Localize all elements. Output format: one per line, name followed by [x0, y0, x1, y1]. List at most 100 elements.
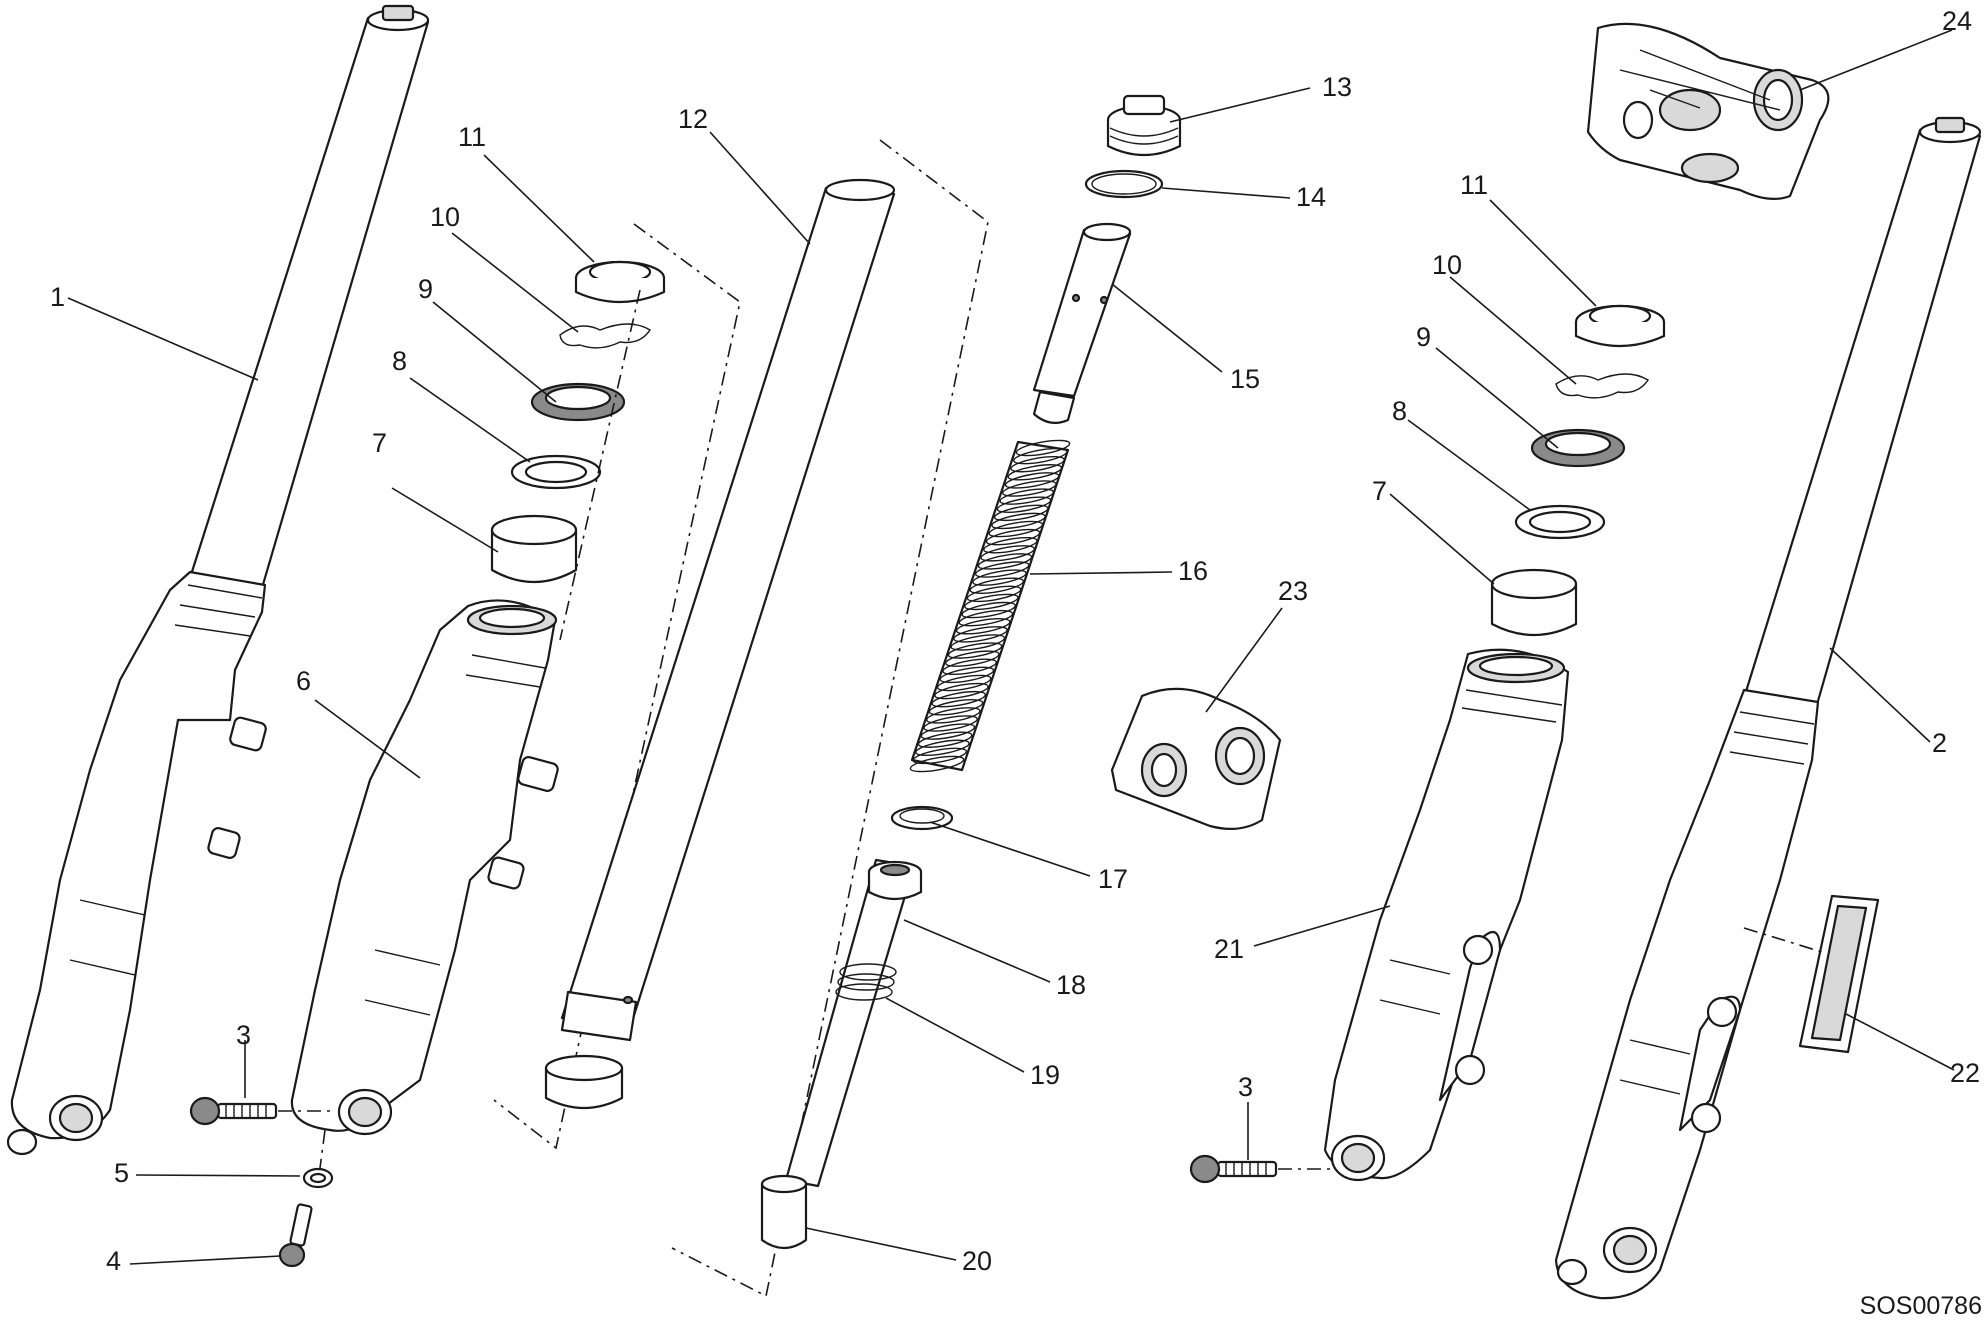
spring-coil [1010, 455, 1065, 473]
circlip-right [1555, 373, 1649, 399]
callout-4: 4 [106, 1246, 121, 1276]
spring-coil [980, 545, 1035, 562]
washer-left [510, 454, 602, 490]
top-clamp [1586, 22, 1830, 201]
spring-coil [961, 601, 1016, 619]
callout-7: 7 [1372, 476, 1387, 506]
callout-6: 6 [296, 666, 311, 696]
callout-8: 8 [392, 346, 407, 376]
spring-coil [928, 699, 984, 716]
washer-part-5 [302, 1129, 334, 1189]
callout-3: 3 [236, 1020, 251, 1050]
callout-15: 15 [1230, 364, 1260, 394]
bolt-right [1189, 1154, 1330, 1184]
piston-rings [835, 963, 897, 1001]
spring-coil [985, 528, 1041, 546]
spring-coil [969, 577, 1025, 594]
spring-coil [942, 658, 997, 676]
fork-spring [909, 439, 1071, 773]
spring-coil [947, 642, 1003, 659]
spring-coil [925, 707, 981, 724]
callout-24: 24 [1942, 6, 1972, 36]
spring-coil [958, 609, 1014, 627]
spring-coil [934, 682, 989, 700]
spring-coil [923, 715, 978, 732]
reflector-pad [1743, 894, 1880, 1054]
callout-17: 17 [1098, 864, 1128, 894]
spring-coil [991, 512, 1046, 530]
spring-coil [936, 674, 992, 692]
callout-9: 9 [418, 274, 433, 304]
spring-coil [920, 723, 976, 740]
callout-3: 3 [1238, 1072, 1253, 1102]
spring-coil [917, 731, 973, 748]
outer-tube-right [1323, 648, 1570, 1182]
callout-23: 23 [1278, 576, 1308, 606]
spring-coil [950, 634, 1006, 651]
callout-1: 1 [50, 282, 65, 312]
o-ring [1084, 169, 1164, 199]
bolt-left [189, 1096, 330, 1126]
callout-13: 13 [1322, 72, 1352, 102]
leader-lines [67, 29, 1955, 1265]
callout-2: 2 [1932, 728, 1947, 758]
callout-14: 14 [1296, 182, 1326, 212]
callout-9: 9 [1416, 322, 1431, 352]
drawing-reference: SOS00786 [1860, 1292, 1982, 1320]
spring-coil [972, 569, 1027, 586]
callout-labels: 1 2 3 3 4 5 6 7 7 8 8 9 9 10 10 11 11 12… [50, 6, 1980, 1276]
callout-7: 7 [372, 428, 387, 458]
callout-5: 5 [114, 1158, 129, 1188]
callout-12: 12 [678, 104, 708, 134]
callout-11: 11 [1460, 170, 1488, 200]
spring-coil [909, 755, 965, 773]
oil-seal-right [1530, 428, 1626, 468]
fork-leg-right-assembly [1554, 116, 1982, 1300]
callout-16: 16 [1178, 556, 1208, 586]
inner-tube [560, 178, 896, 1042]
spring-coil [964, 593, 1019, 611]
spring-coil [983, 536, 1038, 554]
bush-right [1490, 568, 1578, 637]
screw-part-4 [278, 1203, 313, 1268]
callout-11: 11 [458, 122, 486, 152]
spring-coil [955, 618, 1011, 635]
outer-tube-left [290, 599, 559, 1136]
oil-seal-left [530, 382, 626, 422]
spring-coil [1007, 464, 1063, 481]
spring-coil [1012, 447, 1068, 465]
dust-seal-right [1574, 304, 1666, 348]
bush-inner-tube [544, 1054, 624, 1110]
spring-coil [1002, 480, 1057, 497]
callout-19: 19 [1030, 1060, 1060, 1090]
callout-8: 8 [1392, 396, 1407, 426]
spring-coil [912, 747, 968, 765]
callout-21: 21 [1214, 934, 1244, 964]
dust-seal-left [574, 260, 666, 304]
callout-18: 18 [1056, 970, 1086, 1000]
callout-10: 10 [430, 202, 460, 232]
spring-coil [966, 585, 1022, 603]
spring-coil [974, 561, 1030, 578]
spring-coil [953, 626, 1008, 643]
spring-coil [1004, 472, 1060, 489]
spring-ring [890, 805, 954, 831]
spring-coil [945, 650, 1000, 667]
spring-coil [988, 520, 1044, 538]
dash-frame-center [671, 139, 989, 1298]
spring-coil [1015, 439, 1071, 457]
spring-coil [931, 690, 987, 708]
bush-left [490, 514, 578, 584]
damper-rod [784, 858, 923, 1188]
fork-leg-left-assembly [6, 4, 430, 1156]
washer-right [1514, 504, 1606, 540]
spring-coil [939, 666, 995, 684]
callout-20: 20 [962, 1246, 992, 1276]
fork-cap [1106, 94, 1182, 156]
spring-coil [915, 739, 970, 757]
spring-coil [996, 496, 1052, 513]
spring-coil [999, 488, 1055, 505]
circlip-left [559, 323, 651, 349]
spring-coil [977, 553, 1033, 570]
